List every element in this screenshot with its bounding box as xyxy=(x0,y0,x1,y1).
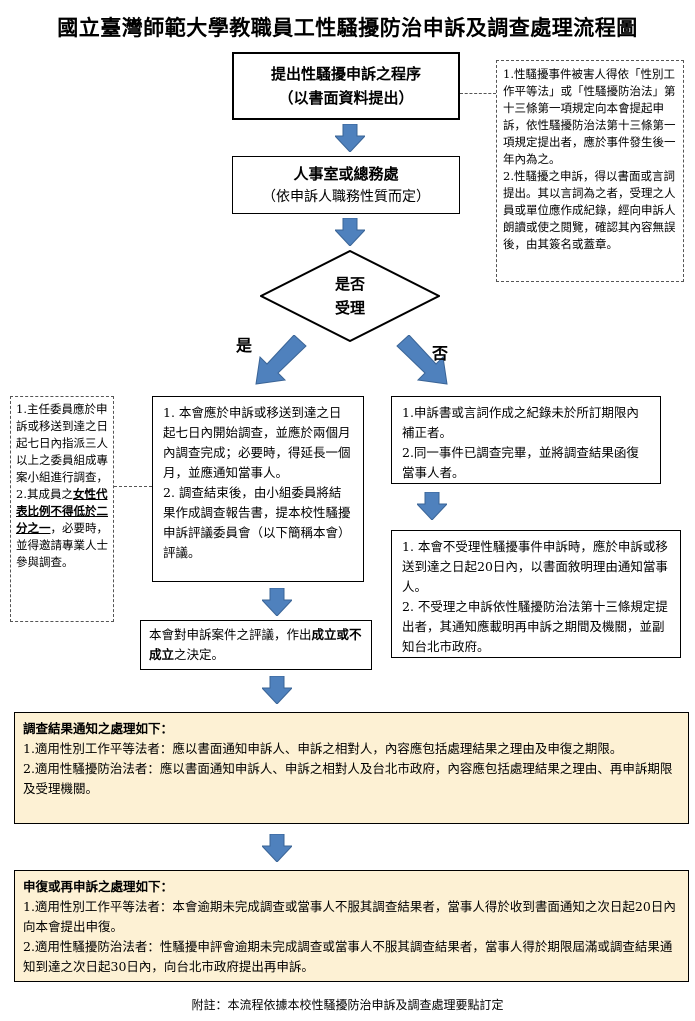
investigation-item2: 2. 調查結束後，由小組委員將結果作成調查報告書，提本校性騷擾申訴評議委員會（以… xyxy=(163,485,351,560)
connector-left-note xyxy=(114,486,152,487)
note-rules-item1: 1.性騷擾事件被害人得依「性別工作平等法」或「性騷擾防治法」第十三條第一項規定向… xyxy=(503,67,676,166)
arrow-down-4 xyxy=(262,834,292,862)
result-notice-item1: 1.適用性別工作平等法者：應以書面通知申訴人、申訴之相對人，內容應包括處理結果之… xyxy=(23,741,623,756)
arrow-down-2 xyxy=(335,218,365,246)
page-title: 國立臺灣師範大學教職員工性騷擾防治申訴及調查處理流程圖 xyxy=(57,16,638,40)
note-committee-item2-suffix: ，必要時，並得邀請專業人士參與調查。 xyxy=(16,521,108,569)
verdict-suffix: 之決定。 xyxy=(174,647,225,662)
appeal-item2: 2.適用性騷擾防治法者：性騷擾申評會逾期未完成調查或當事人不服其調查結果者，當事… xyxy=(23,939,673,974)
appeal-box: 申復或再申訴之處理如下： 1.適用性別工作平等法者：本會逾期未完成調查或當事人不… xyxy=(14,870,689,982)
note-rules: 1.性騷擾事件被害人得依「性別工作平等法」或「性騷擾防治法」第十三條第一項規定向… xyxy=(496,60,684,282)
rejection-reasons-box: 1.申訴書或言詞作成之紀錄未於所訂期限內補正者。 2.同一事件已調查完畢，並將調… xyxy=(391,396,661,484)
result-notice-heading: 調查結果通知之處理如下： xyxy=(23,721,174,736)
decision-line2: 受理 xyxy=(334,299,365,317)
yes-label: 是 xyxy=(236,336,253,355)
rejection-reason2: 2.同一事件已調查完畢，並將調查結果函復當事人者。 xyxy=(402,445,639,480)
arrow-down-1 xyxy=(335,124,365,152)
rejection-notice2: 2. 不受理之申訴依性騷擾防治法第十三條規定提出者，其通知應載明再申訴之期間及機… xyxy=(402,599,668,654)
decision-diamond xyxy=(260,250,440,342)
verdict-emphasis: 成立或不成立 xyxy=(149,627,362,662)
personnel-box: 人事室或總務處 （依申訴人職務性質而定） xyxy=(232,156,460,214)
decision-line1: 是否 xyxy=(334,275,365,293)
note-committee-item2-prefix: 2.其成員之 xyxy=(16,487,73,501)
appeal-heading: 申復或再申訴之處理如下： xyxy=(23,879,174,894)
arrow-no xyxy=(396,335,448,385)
arrow-down-3 xyxy=(262,676,292,704)
footnote: 附註：本流程依據本校性騷擾防治申訴及調查處理要點訂定 xyxy=(191,998,504,1012)
no-label: 否 xyxy=(432,344,449,363)
personnel-box-line2: （依申訴人職務性質而定） xyxy=(262,189,430,205)
investigation-box: 1. 本會應於申訴或移送到達之日起七日內開始調查，並應於兩個月內調查完成；必要時… xyxy=(152,396,364,582)
submit-box-line2: （以書面資料提出） xyxy=(278,89,414,107)
submit-box: 提出性騷擾申訴之程序 （以書面資料提出） xyxy=(232,52,460,120)
investigation-item1: 1. 本會應於申訴或移送到達之日起七日內開始調查，並應於兩個月內調查完成；必要時… xyxy=(163,405,351,480)
appeal-item1: 1.適用性別工作平等法者：本會逾期未完成調查或當事人不服其調查結果者，當事人得於… xyxy=(23,899,676,934)
connector-top-note xyxy=(460,93,496,94)
note-committee-item1: 1.主任委員應於申訴或移送到達之日起七日內指派三人以上之委員組成專案小組進行調查… xyxy=(16,402,108,484)
rejection-notice1: 1. 本會不受理性騷擾事件申訴時，應於申訴或移送到達之日起20日內，以書面敘明理… xyxy=(402,539,668,594)
submit-box-line1: 提出性騷擾申訴之程序 xyxy=(270,65,421,83)
rejection-reason1: 1.申訴書或言詞作成之紀錄未於所訂期限內補正者。 xyxy=(402,405,639,440)
decision-label: 是否 受理 xyxy=(310,272,390,320)
verdict-prefix: 本會對申訴案件之評議，作出 xyxy=(149,627,312,642)
personnel-box-line1: 人事室或總務處 xyxy=(293,165,399,183)
rejection-notice-box: 1. 本會不受理性騷擾事件申訴時，應於申訴或移送到達之日起20日內，以書面敘明理… xyxy=(391,530,681,658)
arrow-down-yes xyxy=(262,588,292,616)
result-notice-box: 調查結果通知之處理如下： 1.適用性別工作平等法者：應以書面通知申訴人、申訴之相… xyxy=(14,712,689,824)
arrow-down-no xyxy=(417,492,447,520)
verdict-box: 本會對申訴案件之評議，作出成立或不成立之決定。 xyxy=(140,620,372,670)
note-rules-item2: 2.性騷擾之申訴，得以書面或言詞提出。其以言詞為之者，受理之人員或單位應作成紀錄… xyxy=(503,169,676,251)
note-committee: 1.主任委員應於申訴或移送到達之日起七日內指派三人以上之委員組成專案小組進行調查… xyxy=(10,396,114,622)
arrow-yes xyxy=(255,335,307,385)
result-notice-item2: 2.適用性騷擾防治法者：應以書面通知申訴人、申訴之相對人及台北市政府，內容應包括… xyxy=(23,761,673,796)
note-committee-emphasis: 女性代表比例不得低於二分之一 xyxy=(16,487,108,535)
